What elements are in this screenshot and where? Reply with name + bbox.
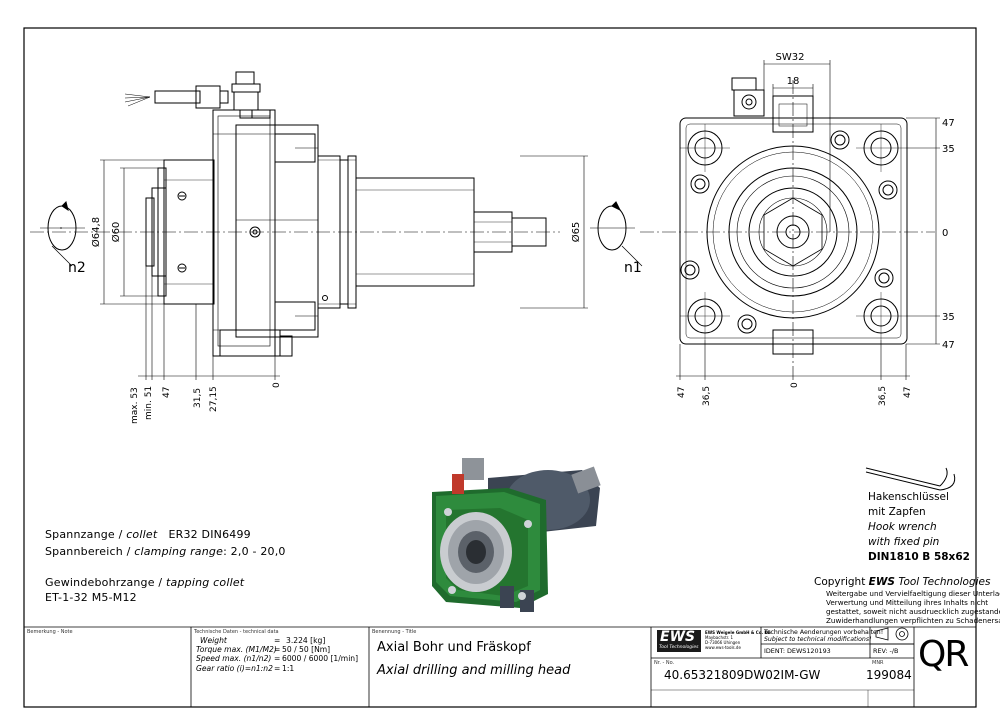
hook-wrench-icon [865,467,956,491]
techdata-label-gear: Gear ratio (i)=n1:n2 [196,663,273,673]
dim-zero-side: 0 [272,382,282,388]
techdata-value-speed: 6000 / 6000 [1/min] [282,654,359,664]
drawing-title-de: Axial Bohr und Fräskopf [377,640,531,655]
techdata-eq: = [274,663,281,673]
mnr-number: 199084 [866,668,912,682]
spec-tap-en: tapping collet [166,576,245,589]
techdata-label: Technische Daten - technical data [194,629,279,635]
copyright-line-2: Verwertung und Mitteilung ihres Inhalts … [826,598,989,607]
techdata-row: Speed max. (n1/n2) = 6000 / 6000 [1/min] [196,654,358,663]
side-view-dimensions [100,155,588,380]
spec-collet-de: Spannzange / [45,528,127,541]
side-view [30,71,643,357]
ident-number: IDENT: DEWS120193 [764,647,831,655]
wrench-text: Hakenschlüssel mit Zapfen Hook wrench wi… [868,490,970,565]
company-line-3: D-73066 Uhingen [705,640,741,645]
techdata-label-weight: Weight [200,636,227,645]
spec-range-en: clamping range [134,545,224,558]
change-note-de: Technische Aenderungen vorbehalten! [764,629,884,636]
copyright-suffix: Tool Technologies [894,576,991,588]
wrench-line-2: mit Zapfen [868,506,926,518]
spec-tap-de: Gewindebohrzange / [45,576,167,589]
name-label: Benennung - Title [372,629,417,635]
techdata-row: Weight = 3.224 [kg] [196,636,358,645]
spec-range-line: Spannbereich / clamping range: 2,0 - 20,… [45,545,286,558]
front-view [640,77,935,380]
copyright-line-4: Zuwiderhandlungen verpflichten zu Schade… [826,616,1000,625]
sheet-border [23,27,977,708]
techdata-eq: = [274,654,281,664]
dim-right-47-bottom: 47 [942,340,955,351]
dim-31-5: 31,5 [193,388,203,408]
product-3d-render [432,458,601,612]
title-block-frame [24,626,976,707]
techdata-row: Gear ratio (i)=n1:n2 = 1:1 [196,664,358,673]
copyright-title: Copyright EWS Tool Technologies [814,576,990,588]
copyright-line-3: gestattet, soweit nicht ausdruecklich zu… [826,607,1000,616]
dim-diameter-60: Ø60 [110,222,122,243]
techdata-label-torque: Torque max. (M1/M2) [196,645,277,655]
rotation-label-n1: n1 [624,260,642,276]
copyright-line-1: Weitergabe und Vervielfaeltigung dieser … [826,589,1000,598]
copyright-body: Weitergabe und Vervielfaeltigung dieser … [826,589,1000,625]
spec-collet-line: Spannzange / collet ER32 DIN6499 [45,528,251,541]
ews-logo-subtext: Tool Technologies [659,645,699,650]
wrench-line-5: DIN1810 B 58x62 [868,551,970,563]
techdata-table: Weight = 3.224 [kg] Torque max. (M1/M2) … [196,636,358,673]
techdata-eq: = [274,645,281,655]
company-line-2: Maybachstr. 1 [705,635,734,640]
dim-bottom-36-5-right: 36,5 [878,386,888,406]
wrench-line-1: Hakenschlüssel [868,491,949,503]
dim-18: 18 [787,76,800,87]
company-address: EWS Weigele GmbH & Co. KG Maybachstr. 1 … [705,630,771,650]
spec-collet-value: ER32 DIN6499 [168,528,251,541]
techdata-value-weight: 3.224 [kg] [286,636,326,645]
change-note-en: Subject to technical modifications! [764,636,872,643]
drawing-title-en: Axial drilling and milling head [377,663,571,678]
dim-bottom-47-left: 47 [677,387,687,398]
spec-tap-line: Gewindebohrzange / tapping collet [45,576,244,589]
front-view-dimensions [676,60,940,380]
rotation-label-n2: n2 [68,260,86,276]
techdata-value-torque: 50 / 50 [Nm] [282,645,331,655]
company-line-4: www.ews-tools.de [705,645,741,650]
spec-tap-value: ET-1-32 M5-M12 [45,591,137,604]
qr-mark: QR [918,634,969,675]
wrench-line-3: Hook wrench [868,521,937,533]
ews-logo-text: EWS [660,629,696,645]
dim-47-side: 47 [162,387,172,398]
dim-sw32: SW32 [776,52,805,63]
techdata-label-speed: Speed max. (n1/n2) [196,654,272,664]
wrench-line-4: with fixed pin [868,536,940,548]
dim-right-35-bottom: 35 [942,312,955,323]
copyright-brand: EWS [868,576,895,588]
dim-right-35-top: 35 [942,144,955,155]
techdata-eq: = [274,636,281,645]
dim-right-0: 0 [942,228,948,239]
dim-bottom-47-right: 47 [903,387,913,398]
dim-diameter-65: Ø65 [570,222,582,243]
copyright-prefix: Copyright [814,576,869,588]
dim-min-51: min. 51 [144,386,154,420]
techdata-value-gear: 1:1 [282,663,295,673]
remark-label: Bemerkung - Note [27,629,73,635]
dim-max-53: max. 53 [130,387,140,424]
techdata-row: Torque max. (M1/M2) = 50 / 50 [Nm] [196,645,358,654]
dim-bottom-0: 0 [790,382,800,388]
nr-label: Nr. - No. [654,660,675,666]
dim-right-47-top: 47 [942,118,955,129]
ews-logo-box [657,630,701,652]
dim-27-15: 27,15 [209,386,219,412]
projection-symbol-icon [875,627,909,641]
part-number: 40.65321809DW02IM-GW [664,668,821,682]
dim-diameter-64-8: Ø64,8 [90,217,102,247]
spec-range-value: : 2,0 - 20,0 [223,545,286,558]
spec-range-de: Spannbereich / [45,545,135,558]
mnr-label: MNR [872,660,884,666]
spec-collet-en: collet [126,528,158,541]
dim-bottom-36-5-left: 36,5 [702,386,712,406]
revision: REV: -/B [873,647,899,655]
company-line-1: EWS Weigele GmbH & Co. KG [705,630,771,635]
